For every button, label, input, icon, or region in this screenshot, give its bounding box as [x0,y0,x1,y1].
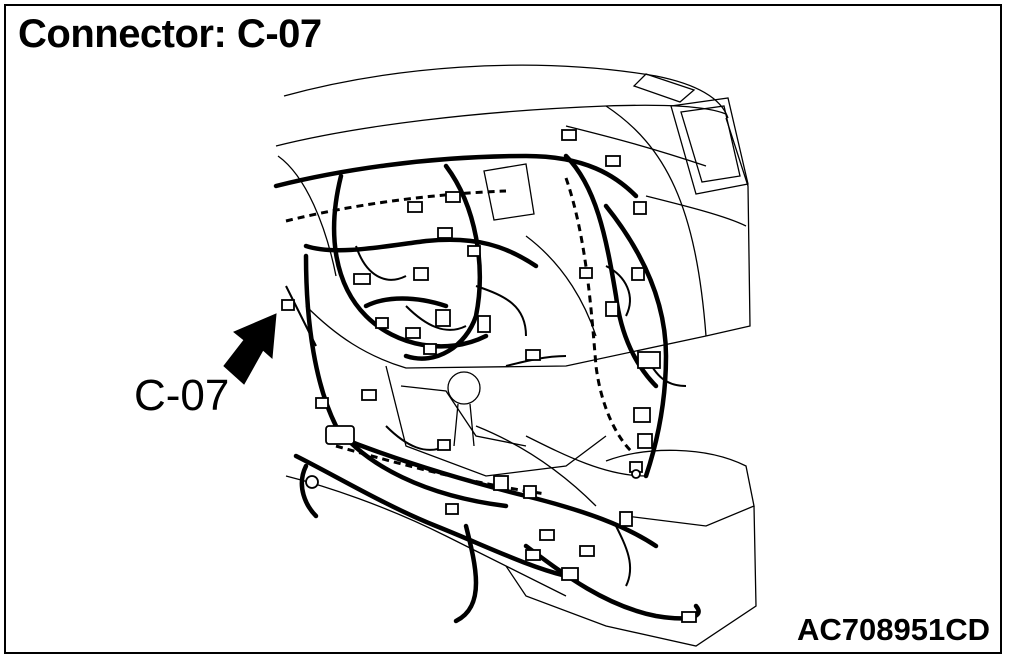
wiring-harness [273,153,701,624]
diagram-frame: Connector: C-07 C-07 AC708951CD [4,4,1002,654]
taped-harness-sections [285,177,633,496]
figure-id: AC708951CD [797,612,990,647]
dashboard-outline [275,64,757,647]
branch-wires [285,245,687,587]
page-title: Connector: C-07 [18,12,322,56]
dashboard-harness-illustration [223,64,757,647]
harness-connectors [281,129,697,623]
c07-pointer-arrow [223,313,277,385]
connector-callout-label: C-07 [134,371,230,420]
